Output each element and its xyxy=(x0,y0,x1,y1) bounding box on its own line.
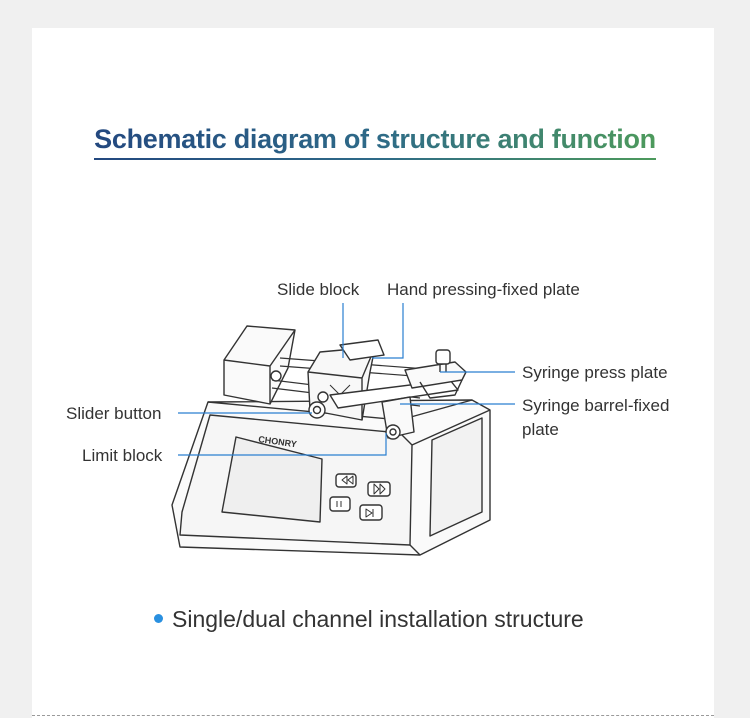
syringe-press-plate xyxy=(404,361,467,389)
housing-side-recess xyxy=(429,417,483,537)
hand-pressing-plate xyxy=(339,339,385,361)
label-hand-plate: Hand pressing-fixed plate xyxy=(387,280,580,299)
label-barrel-plate-line2: plate xyxy=(522,420,559,439)
page-title: Schematic diagram of structure and funct… xyxy=(0,124,750,160)
caption-text: Single/dual channel installation structu… xyxy=(172,606,584,632)
limit-block-knob xyxy=(385,424,401,440)
display-screen xyxy=(221,436,323,523)
page-title-text: Schematic diagram of structure and funct… xyxy=(94,124,656,160)
label-syringe-press: Syringe press plate xyxy=(522,363,668,382)
label-slider-button: Slider button xyxy=(66,404,161,423)
label-slide-block: Slide block xyxy=(277,280,360,299)
leader-limit-block xyxy=(178,433,387,456)
syringe-press-knob xyxy=(435,349,451,365)
dashed-divider xyxy=(32,715,714,716)
pause-button xyxy=(329,496,351,512)
label-barrel-plate-line1: Syringe barrel-fixed xyxy=(522,396,669,415)
slider-button-knob xyxy=(308,401,326,419)
label-limit-block: Limit block xyxy=(82,446,163,465)
caption: Single/dual channel installation structu… xyxy=(154,606,584,633)
bullet-icon xyxy=(154,614,163,624)
leader-hand-plate xyxy=(372,303,404,359)
